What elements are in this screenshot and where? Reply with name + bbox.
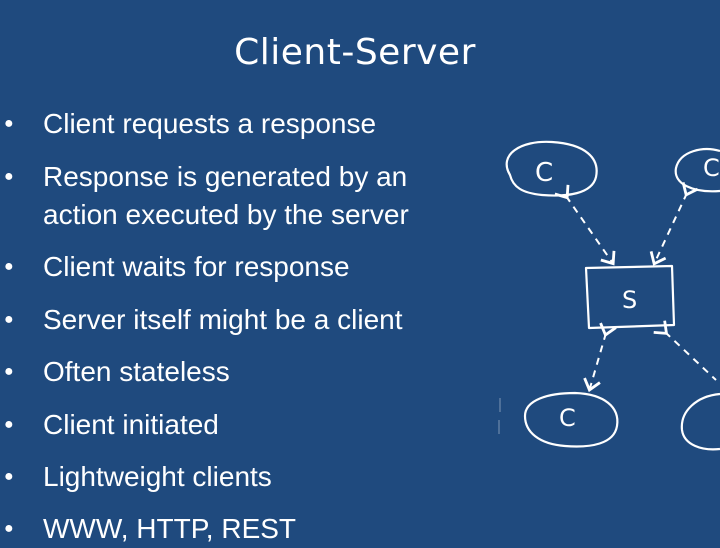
slide-title: Client-Server: [234, 32, 476, 73]
server-node: S: [584, 264, 676, 330]
bullet-text: Client waits for response: [43, 251, 350, 282]
client-label: C: [559, 404, 576, 432]
client-node-top-left: C: [505, 140, 598, 197]
bullet-text: Client requests a response: [43, 108, 377, 139]
connector-arrow: [649, 182, 699, 266]
connector-arrow: [583, 322, 617, 393]
bullet-dot-icon: ●: [4, 468, 14, 485]
bullet-text: Server itself might be a client: [43, 304, 403, 335]
connector-arrow: [554, 184, 616, 266]
sketch-mark: [498, 398, 501, 434]
client-node-bottom-left: C: [523, 391, 619, 448]
bullet-dot-icon: ●: [4, 416, 14, 433]
client-label: C: [703, 154, 720, 182]
bullet-dot-icon: ●: [4, 258, 14, 275]
bullet-list: ● Client requests a response ● Response …: [4, 108, 409, 544]
bullet-dot-icon: ●: [4, 115, 14, 132]
bullet-text: Response is generated by an: [43, 161, 408, 192]
server-label: S: [622, 286, 637, 314]
bullet-dot-icon: ●: [4, 311, 14, 328]
connector-arrow: [653, 320, 717, 381]
bullet-dot-icon: ●: [4, 168, 14, 185]
client-node-bottom-right: [680, 392, 720, 451]
bullet-text: WWW, HTTP, REST: [43, 513, 297, 544]
bullet-text: Often stateless: [43, 356, 230, 387]
bullet-dot-icon: ●: [4, 363, 14, 380]
bullet-dot-icon: ●: [4, 520, 14, 537]
bullet-text: Client initiated: [43, 409, 219, 440]
client-label: C: [535, 158, 553, 188]
bullet-text: action executed by the server: [43, 199, 409, 230]
bullet-text: Lightweight clients: [43, 461, 272, 492]
client-node-top-right: C: [674, 148, 720, 193]
